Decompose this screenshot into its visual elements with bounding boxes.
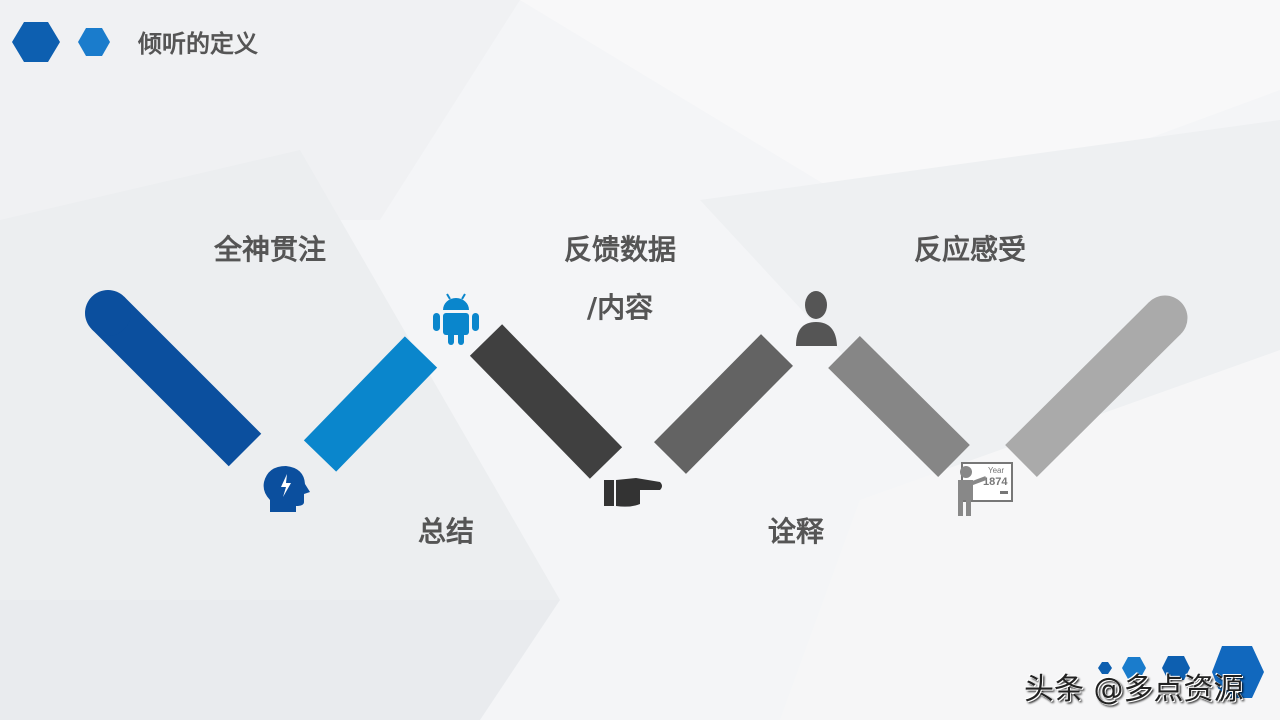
bar-4 [654,334,793,474]
android-icon [433,293,479,345]
watermark: 头条 @多点资源 [1024,672,1244,707]
bar-1 [91,296,262,467]
label-interpretation: 诠释 [767,515,824,548]
svg-text:1874: 1874 [983,476,1008,488]
label-reaction-feeling: 反应感受 [913,233,1026,266]
bar-3 [469,324,623,479]
bar-5 [828,336,970,477]
watermark-hexagons [1098,646,1264,698]
user-icon [796,291,837,346]
label-summary: 总结 [417,515,474,548]
title-hexagons [12,22,110,62]
slide-title: 倾听的定义 [138,30,258,58]
label-content: /内容 [586,291,654,324]
brain-bolt-icon [263,466,310,512]
bar-2 [303,336,438,472]
svg-text:Year: Year [988,466,1005,475]
teacher-board-icon: Year 1874 [958,462,1013,516]
zigzag-bars [85,290,1188,479]
bar-6 [1005,302,1181,477]
pointing-hand-icon [604,478,662,507]
label-feedback-data: 反馈数据 [563,233,676,266]
label-full-attention: 全神贯注 [213,233,326,266]
